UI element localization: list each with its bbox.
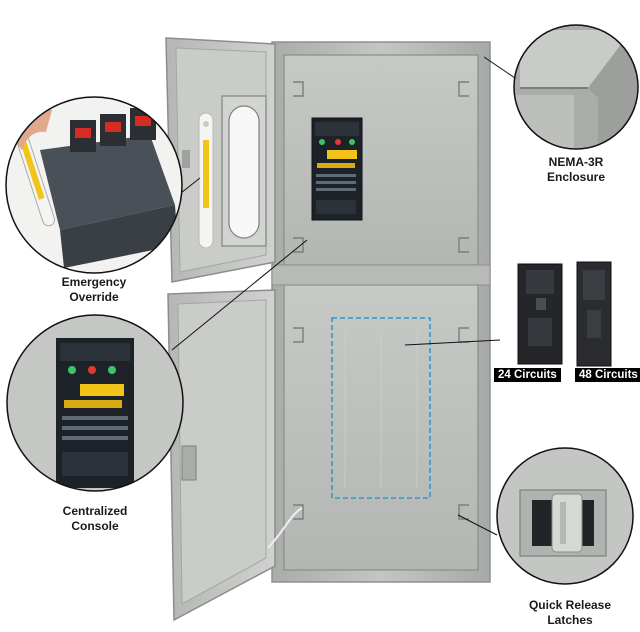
enclosure-body (271, 41, 491, 583)
emergency-override-label: Emergency Override (44, 275, 144, 305)
nema-enclosure-label: NEMA-3R Enclosure (526, 155, 626, 185)
circuits-48-badge: 48 Circuits (575, 368, 640, 382)
emergency-override-label-line1: Emergency (61, 275, 127, 289)
nema-enclosure-label-line1: NEMA-3R (548, 155, 604, 169)
centralized-console-label-line1: Centralized (62, 504, 128, 518)
viewing-window (221, 95, 267, 247)
mounting-bracket (293, 81, 469, 520)
quick-release-latch-label: Quick Release Latches (515, 598, 625, 628)
callout-lines (171, 56, 516, 536)
upper-door (165, 37, 276, 283)
quick-release-latch-inset (496, 447, 634, 585)
centralized-console-label-line2: Console (71, 519, 119, 533)
centralized-console-inset (6, 314, 184, 492)
centralized-console-label: Centralized Console (40, 504, 150, 534)
door-handle (198, 112, 214, 249)
quick-release-latch-label-line2: Latches (547, 613, 593, 627)
nema-enclosure-label-line2: Enclosure (546, 170, 606, 184)
breaker-area-outline (331, 317, 431, 499)
circuits-24-badge: 24 Circuits (494, 368, 561, 382)
lower-door (167, 289, 303, 622)
circuit-breakers (517, 261, 612, 367)
quick-release-latch-label-line1: Quick Release (528, 598, 612, 612)
emergency-override-inset (5, 96, 183, 274)
emergency-override-label-line2: Override (69, 290, 119, 304)
nema-enclosure-inset (513, 24, 639, 150)
transfer-switch-console (311, 117, 363, 221)
